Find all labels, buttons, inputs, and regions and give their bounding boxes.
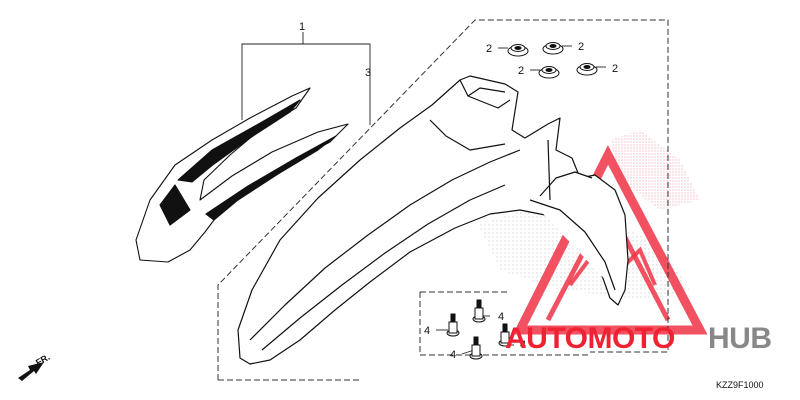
grommet <box>576 63 598 76</box>
stripe-decal <box>135 87 349 263</box>
callout-grommet-3: 2 <box>518 65 524 77</box>
callout-stripe: 3 <box>365 67 371 79</box>
bolt <box>472 299 486 323</box>
bolt <box>446 313 460 337</box>
watermark-brand-secondary: HUB <box>708 322 772 355</box>
grommet <box>542 42 564 55</box>
front-direction-arrow-icon: FR. <box>18 352 52 381</box>
callout-bolt-1: 4 <box>424 325 430 337</box>
callout-grommet-4: 2 <box>612 63 618 75</box>
diagram-code: KZZ9F1000 <box>716 380 764 390</box>
watermark-brand-primary: AUTOMOTO <box>505 322 675 355</box>
callout-bolt-2: 4 <box>498 311 504 323</box>
front-fender <box>237 75 629 365</box>
callout-grommet-2: 2 <box>578 41 584 53</box>
direction-label: FR. <box>34 352 52 368</box>
grommet <box>507 44 529 57</box>
callout-bolt-3: 4 <box>520 339 526 351</box>
callout-grommet-1: 2 <box>486 43 492 55</box>
callout-bolt-4: 4 <box>450 349 456 361</box>
grommet <box>538 66 560 79</box>
bolt-group <box>446 299 512 360</box>
bolt <box>469 336 483 360</box>
bolt <box>498 323 512 347</box>
grommet-group <box>507 42 598 79</box>
assembly-dashed-outline <box>217 19 669 381</box>
callout-fender-assy: 1 <box>299 21 305 33</box>
